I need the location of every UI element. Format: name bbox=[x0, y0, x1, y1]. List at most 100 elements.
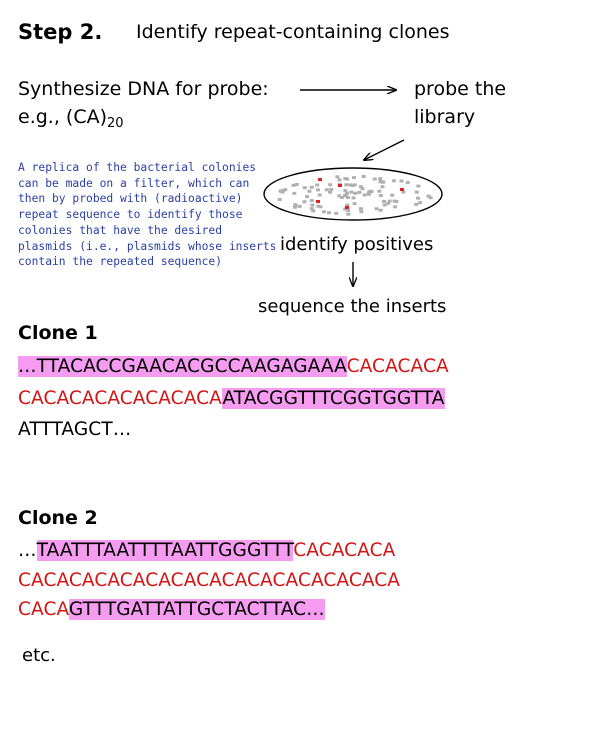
colony-dot bbox=[374, 207, 379, 211]
colony-dot bbox=[293, 203, 298, 207]
colony-dot bbox=[378, 208, 383, 212]
colony-dot bbox=[377, 189, 382, 193]
repeat-sequence: CACACACACACACACACACACACACACACA bbox=[18, 570, 401, 591]
colony-dot bbox=[337, 178, 342, 182]
colony-dot bbox=[382, 199, 386, 203]
clone1-sequence-line2: CACACACACACACACAATACGGTTTCGGTGGTTA bbox=[18, 388, 445, 409]
colony-dot bbox=[328, 190, 333, 194]
colony-dot bbox=[392, 199, 397, 203]
flanking-sequence: …TTACACCGAACACGCCAAGAGAAA bbox=[18, 356, 347, 377]
replica-note: A replica of the bacterial colonies can … bbox=[18, 160, 277, 270]
colony-dot bbox=[335, 175, 340, 179]
probe-library-label-line1: probe the bbox=[414, 78, 507, 100]
colony-dot bbox=[360, 187, 365, 191]
positive-colony-dot bbox=[345, 206, 349, 209]
colony-dot bbox=[352, 183, 357, 187]
colony-dot bbox=[340, 196, 345, 199]
colony-dot bbox=[343, 193, 348, 197]
colony-dot bbox=[399, 179, 404, 183]
colony-dot bbox=[291, 183, 296, 187]
positive-colony-dot bbox=[338, 184, 342, 187]
arrow-down-left bbox=[364, 139, 405, 160]
colony-dot bbox=[311, 209, 316, 213]
colony-dot bbox=[281, 188, 286, 192]
etc-label: etc. bbox=[22, 645, 56, 666]
flanking-sequence: TAATTTAATTTTAATTGGGTTT bbox=[36, 540, 294, 561]
colony-dot bbox=[345, 203, 350, 207]
colony-dot bbox=[351, 196, 356, 200]
colony-dot bbox=[297, 204, 302, 208]
colony-dot bbox=[344, 183, 349, 187]
colony-dot bbox=[378, 194, 383, 197]
colony-dot bbox=[372, 177, 377, 181]
colony-dot bbox=[361, 175, 366, 178]
colony-dot bbox=[358, 207, 363, 211]
note-line: contain the repeated sequence) bbox=[18, 255, 223, 269]
clone2-sequence-line1: …TAATTTAATTTTAATTGGGTTTCACACACA bbox=[18, 540, 395, 561]
colony-dot bbox=[401, 190, 406, 194]
colony-dot bbox=[294, 183, 299, 186]
colony-dot bbox=[346, 212, 351, 216]
colony-dot bbox=[305, 195, 309, 199]
colony-dot bbox=[317, 193, 322, 197]
colony-dot bbox=[426, 194, 431, 198]
colony-dot bbox=[316, 204, 321, 208]
colony-dot bbox=[380, 185, 385, 189]
colony-dot bbox=[357, 190, 362, 194]
colony-dot bbox=[327, 211, 331, 215]
clone2-sequence-line2: CACACACACACACACACACACACACACACA bbox=[18, 570, 400, 591]
colony-dot bbox=[405, 181, 410, 185]
colony-dot bbox=[393, 205, 398, 209]
colony-dot bbox=[324, 188, 329, 192]
flanking-sequence: GTTTGATTATTGCTACTTAC… bbox=[68, 599, 325, 620]
note-line: plasmids (i.e., plasmids whose inserts bbox=[18, 239, 277, 253]
step-title: Identify repeat-containing clones bbox=[136, 21, 450, 43]
probe-example-subscript: 20 bbox=[107, 116, 124, 131]
colony-dot bbox=[416, 196, 421, 200]
colony-dot bbox=[349, 190, 354, 194]
colony-dot bbox=[414, 202, 419, 206]
colony-dot bbox=[318, 205, 323, 209]
colony-dot bbox=[418, 201, 422, 205]
bacterial-colonies bbox=[277, 175, 433, 216]
note-line: then by probed with (radioactive) bbox=[18, 192, 243, 206]
colony-dot bbox=[362, 193, 367, 197]
note-line: can be made on a filter, which can bbox=[18, 176, 250, 190]
colony-dot bbox=[381, 180, 386, 184]
colony-dot bbox=[328, 183, 333, 187]
positive-colony-dot bbox=[316, 200, 320, 203]
colony-dot bbox=[321, 210, 326, 214]
colony-dot bbox=[293, 205, 297, 209]
clone1-title: Clone 1 bbox=[18, 322, 98, 344]
step-label: Step 2. bbox=[18, 20, 103, 44]
colony-dot bbox=[292, 191, 297, 195]
colony-dot bbox=[346, 208, 350, 212]
ellipsis: … bbox=[18, 540, 37, 561]
colony-dot bbox=[334, 211, 339, 215]
colony-dot bbox=[343, 189, 348, 193]
probe-example-text: e.g., (CA) bbox=[18, 106, 107, 128]
colony-dot bbox=[367, 192, 371, 196]
colony-dot bbox=[310, 203, 315, 207]
clone1-sequence-line1: …TTACACCGAACACGCCAAGAGAAACACACACA bbox=[18, 356, 449, 377]
colony-dot bbox=[378, 180, 383, 184]
colony-dot bbox=[302, 200, 307, 204]
positive-colony-dot bbox=[318, 178, 322, 181]
colony-dot bbox=[278, 189, 283, 193]
note-line: A replica of the bacterial colonies bbox=[18, 161, 257, 174]
colony-dot bbox=[390, 193, 395, 197]
colony-dot bbox=[416, 184, 421, 188]
colony-dot bbox=[329, 188, 334, 191]
repeat-sequence: CACA bbox=[18, 599, 69, 620]
colony-dot bbox=[315, 188, 320, 192]
note-line: colonies that have the desired bbox=[18, 223, 223, 237]
petri-dish bbox=[263, 167, 443, 221]
colony-dot bbox=[348, 183, 353, 187]
colony-dot bbox=[386, 201, 391, 205]
clone1-sequence-line3: ATTTAGCT… bbox=[18, 419, 132, 440]
positive-colony-dot bbox=[400, 188, 404, 191]
colony-dot bbox=[428, 196, 433, 200]
identify-positives-label: identify positives bbox=[280, 234, 434, 255]
colony-dot bbox=[315, 183, 320, 187]
